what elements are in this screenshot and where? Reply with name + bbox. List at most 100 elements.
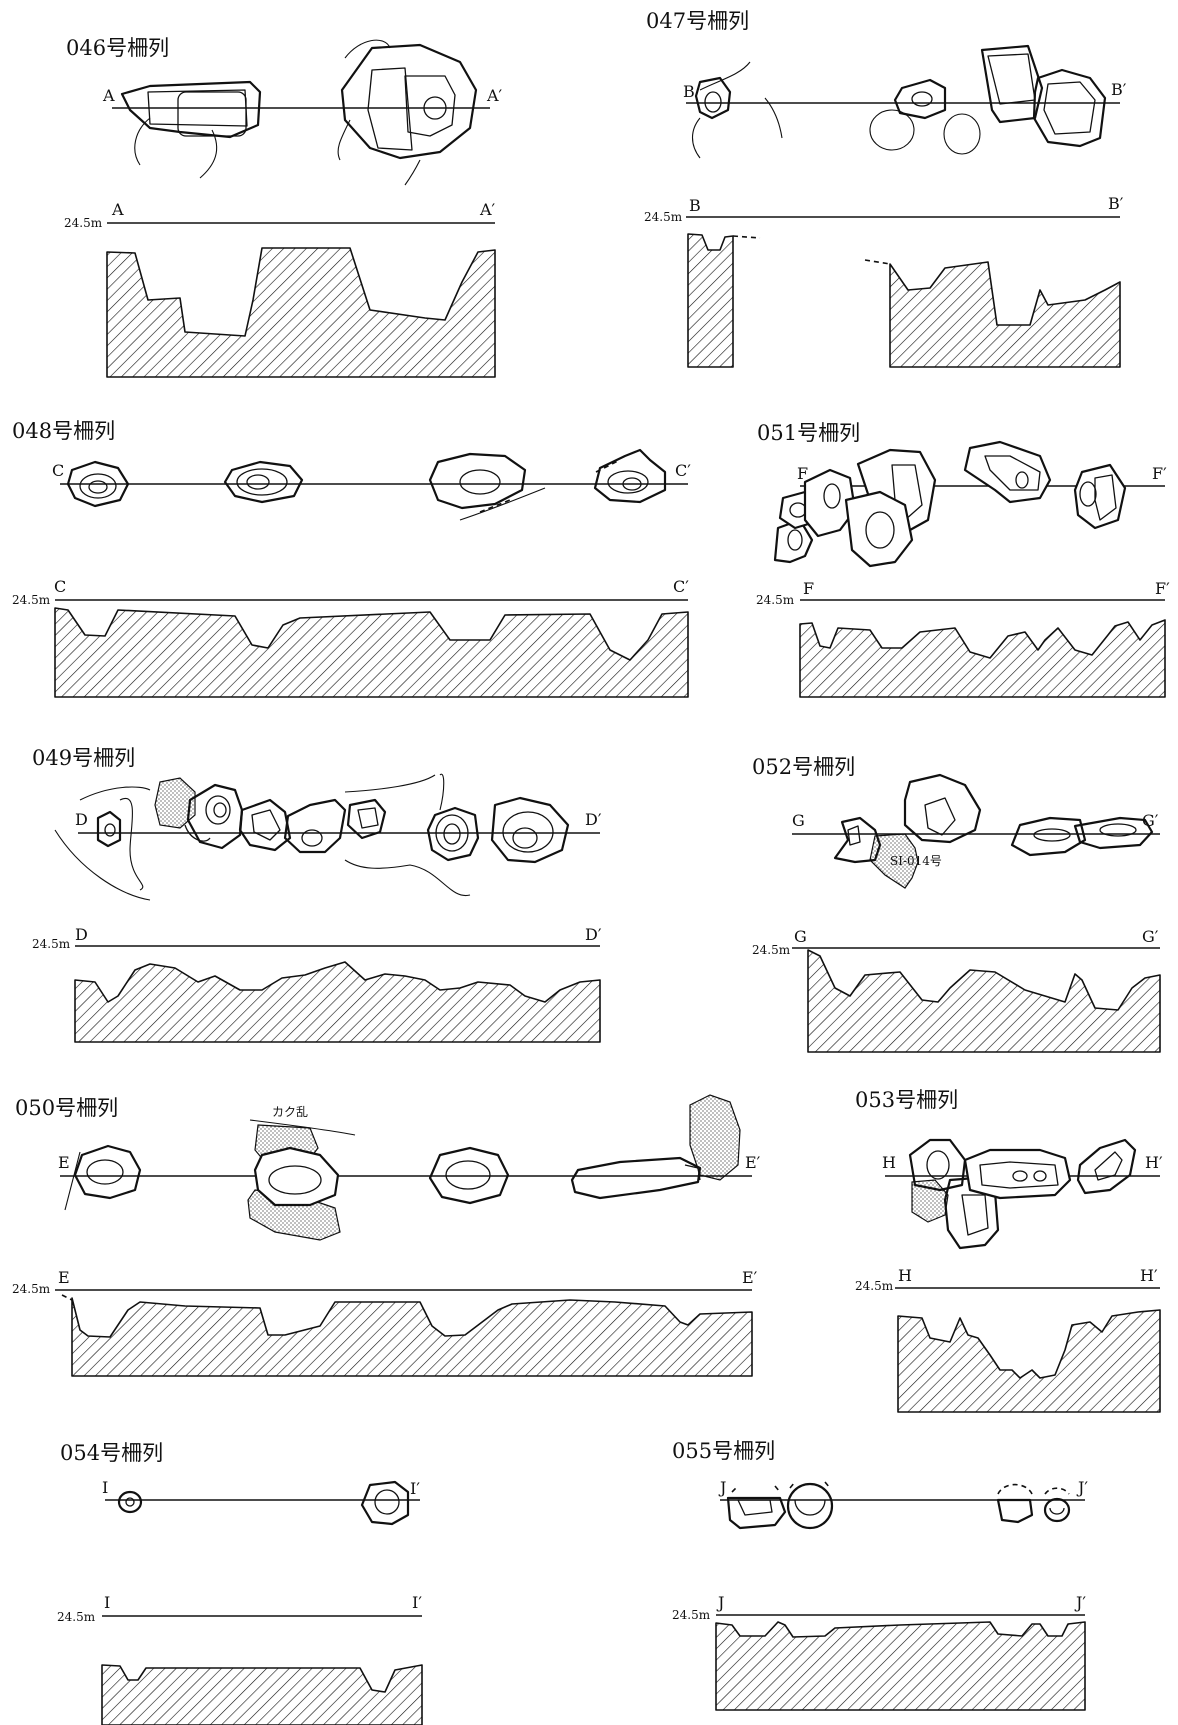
posthole [360,1480,410,1526]
datum-elevation: 24.5m [57,1610,96,1624]
plan-view: F F′ [773,440,1167,568]
section-start-label: D [75,810,88,829]
section-end-label: D′ [585,810,602,829]
datum-elevation: 24.5m [756,593,795,607]
datum-elevation: 24.5m [644,210,683,224]
datum-elevation: 24.5m [752,943,791,957]
section-start-label: B [683,82,695,101]
section-start-label: I [102,1478,108,1497]
posthole [428,1146,510,1205]
section-start-label: E [58,1268,70,1287]
datum-elevation: 24.5m [672,1608,711,1622]
section-end-label: A′ [479,200,496,219]
soil-profile [897,1309,1161,1413]
posthole [340,43,478,160]
section-end-label: F′ [1152,464,1167,483]
group-title: 053号柵列 [855,1088,958,1112]
section-start-label: A [102,86,115,105]
group-title: 046号柵列 [66,36,169,60]
plan-view: J J′ [718,1478,1088,1530]
soil-profile [54,607,689,698]
posthole [186,783,244,850]
group-053: 053号柵列 H H′ 24.5m H H′ [855,1088,1163,1413]
posthole [490,796,570,864]
section-end-label: F′ [1155,579,1170,598]
soil-profile [889,261,1121,368]
plan-view: E E′ カク乱 [58,1094,761,1241]
posthole [238,798,292,852]
group-title: 047号柵列 [646,9,749,33]
section-end-label: J′ [1074,1593,1086,1612]
section-view: 24.5m I I′ [57,1593,423,1725]
group-052: 052号柵列 G G′ SI-014号 24.5m G G′ [752,755,1161,1053]
section-end-label: E′ [745,1153,761,1172]
posthole [117,1490,143,1514]
section-view: 24.5m F F′ [756,579,1170,698]
posthole [66,460,130,508]
stippled-feature [689,1094,741,1181]
group-046: 046号柵列 A A′ 24.5m A A′ [64,36,503,378]
section-end-label: G′ [1142,927,1159,946]
posthole [786,1482,834,1530]
posthole [1076,1138,1137,1195]
section-end-label: B′ [1111,80,1127,99]
section-start-label: F [797,464,808,483]
soil-profile [101,1664,423,1725]
posthole [96,810,122,848]
soil-profile [71,1297,753,1377]
soil-profile [74,961,601,1043]
plan-view: H H′ [882,1138,1163,1250]
group-051: 051号柵列 F F′ 24.5m F F′ [756,421,1170,698]
posthole [1032,68,1107,148]
datum-elevation: 24.5m [12,1282,51,1296]
section-start-label: I [104,1593,110,1612]
posthole [73,1144,142,1200]
posthole [593,448,667,504]
posthole [1073,816,1154,850]
section-start-label: B [689,196,701,215]
section-end-label: I′ [410,1479,420,1498]
posthole [283,798,347,854]
posthole [120,80,262,139]
section-start-label: J [716,1593,724,1612]
group-049: 049号柵列 D D′ [32,746,602,1043]
group-title: 055号柵列 [672,1439,775,1463]
plan-view: D D′ [54,773,602,901]
section-view: 24.5m C C′ [12,577,689,698]
datum-elevation: 24.5m [32,937,71,951]
section-start-label: G [792,811,805,830]
section-view: 24.5m E E′ [12,1268,758,1377]
datum-elevation: 24.5m [64,216,103,230]
group-055: 055号柵列 J J′ 24.5m J J′ [672,1439,1088,1711]
disturbed-area [869,833,919,889]
section-view: 24.5m J J′ [672,1593,1086,1711]
posthole [963,440,1052,504]
posthole [726,1496,787,1530]
plan-view: G G′ SI-014号 [792,773,1160,889]
soil-profile [687,233,734,368]
section-start-label: J [718,1478,726,1497]
group-054: 054号柵列 I I′ 24.5m I I′ [57,1441,423,1725]
section-view: 24.5m G G′ [752,927,1161,1053]
section-end-label: H′ [1140,1266,1158,1285]
posthole [570,1156,702,1200]
group-title: 052号柵列 [752,755,855,779]
section-end-label: E′ [742,1268,758,1287]
section-start-label: E [58,1153,70,1172]
posthole [844,490,914,568]
posthole [428,452,527,510]
datum-elevation: 24.5m [855,1279,894,1293]
section-start-label: D [75,925,88,944]
posthole [1043,1497,1071,1523]
section-start-label: H [882,1153,896,1172]
plan-view: I I′ [102,1478,420,1526]
posthole [1010,816,1087,857]
soil-profile [106,247,496,378]
section-start-label: G [794,927,807,946]
section-end-label: C′ [673,577,689,596]
section-end-label: I′ [412,1593,422,1612]
plan-view: C C′ [52,448,691,521]
posthole [223,460,304,504]
section-end-label: C′ [675,461,691,480]
